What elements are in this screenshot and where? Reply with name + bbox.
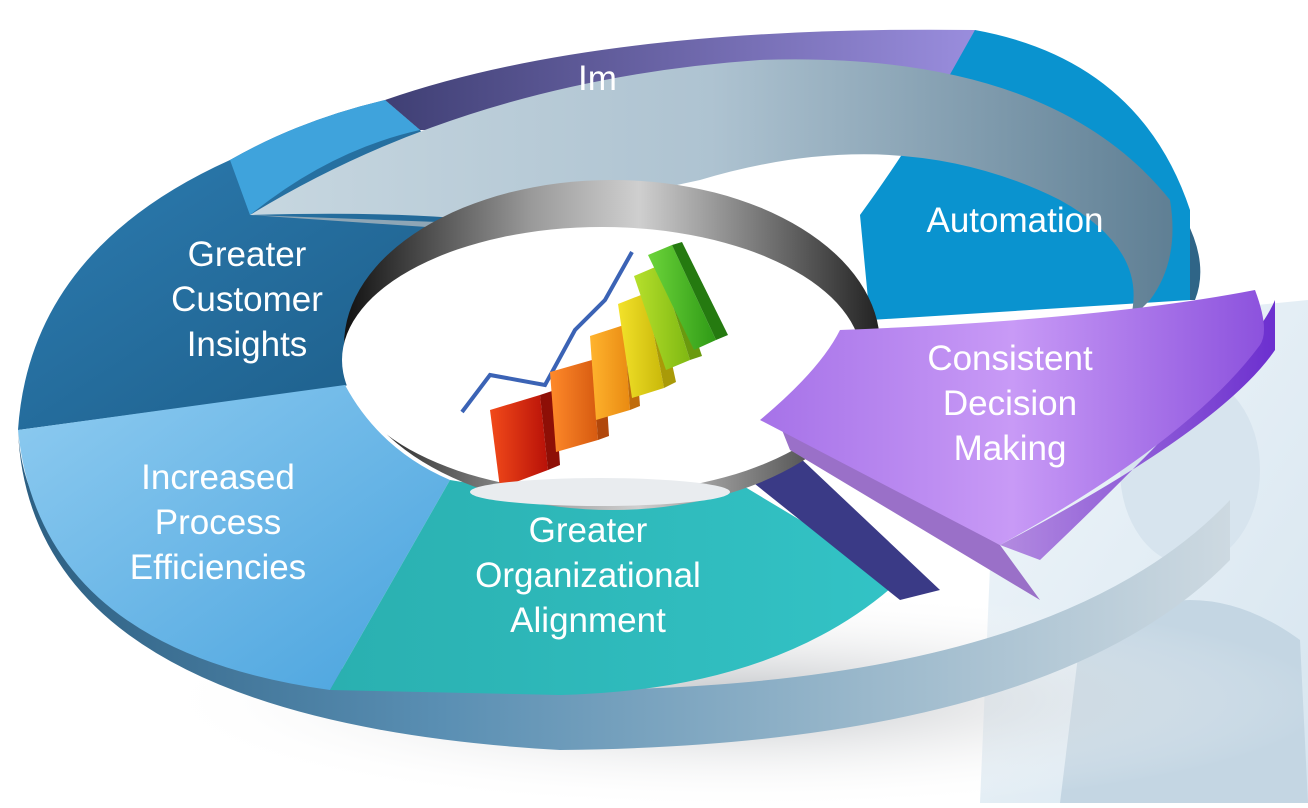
cycle-arrow [250, 59, 1173, 320]
segment-decision [760, 290, 1275, 600]
label-process-efficiencies: Increased Process Efficiencies [129, 458, 307, 587]
segment-process [18, 385, 450, 690]
segment-alignment [330, 460, 900, 695]
label-customer-insights: Greater Customer Insights [171, 235, 323, 364]
growth-bar-chart-icon [460, 242, 730, 506]
label-decision-making: Consistent Decision Making [927, 339, 1093, 468]
label-improved: Im [578, 59, 617, 98]
label-automation: Automation [926, 201, 1104, 240]
label-organizational-alignment: Greater Organizational Alignment [475, 511, 701, 640]
